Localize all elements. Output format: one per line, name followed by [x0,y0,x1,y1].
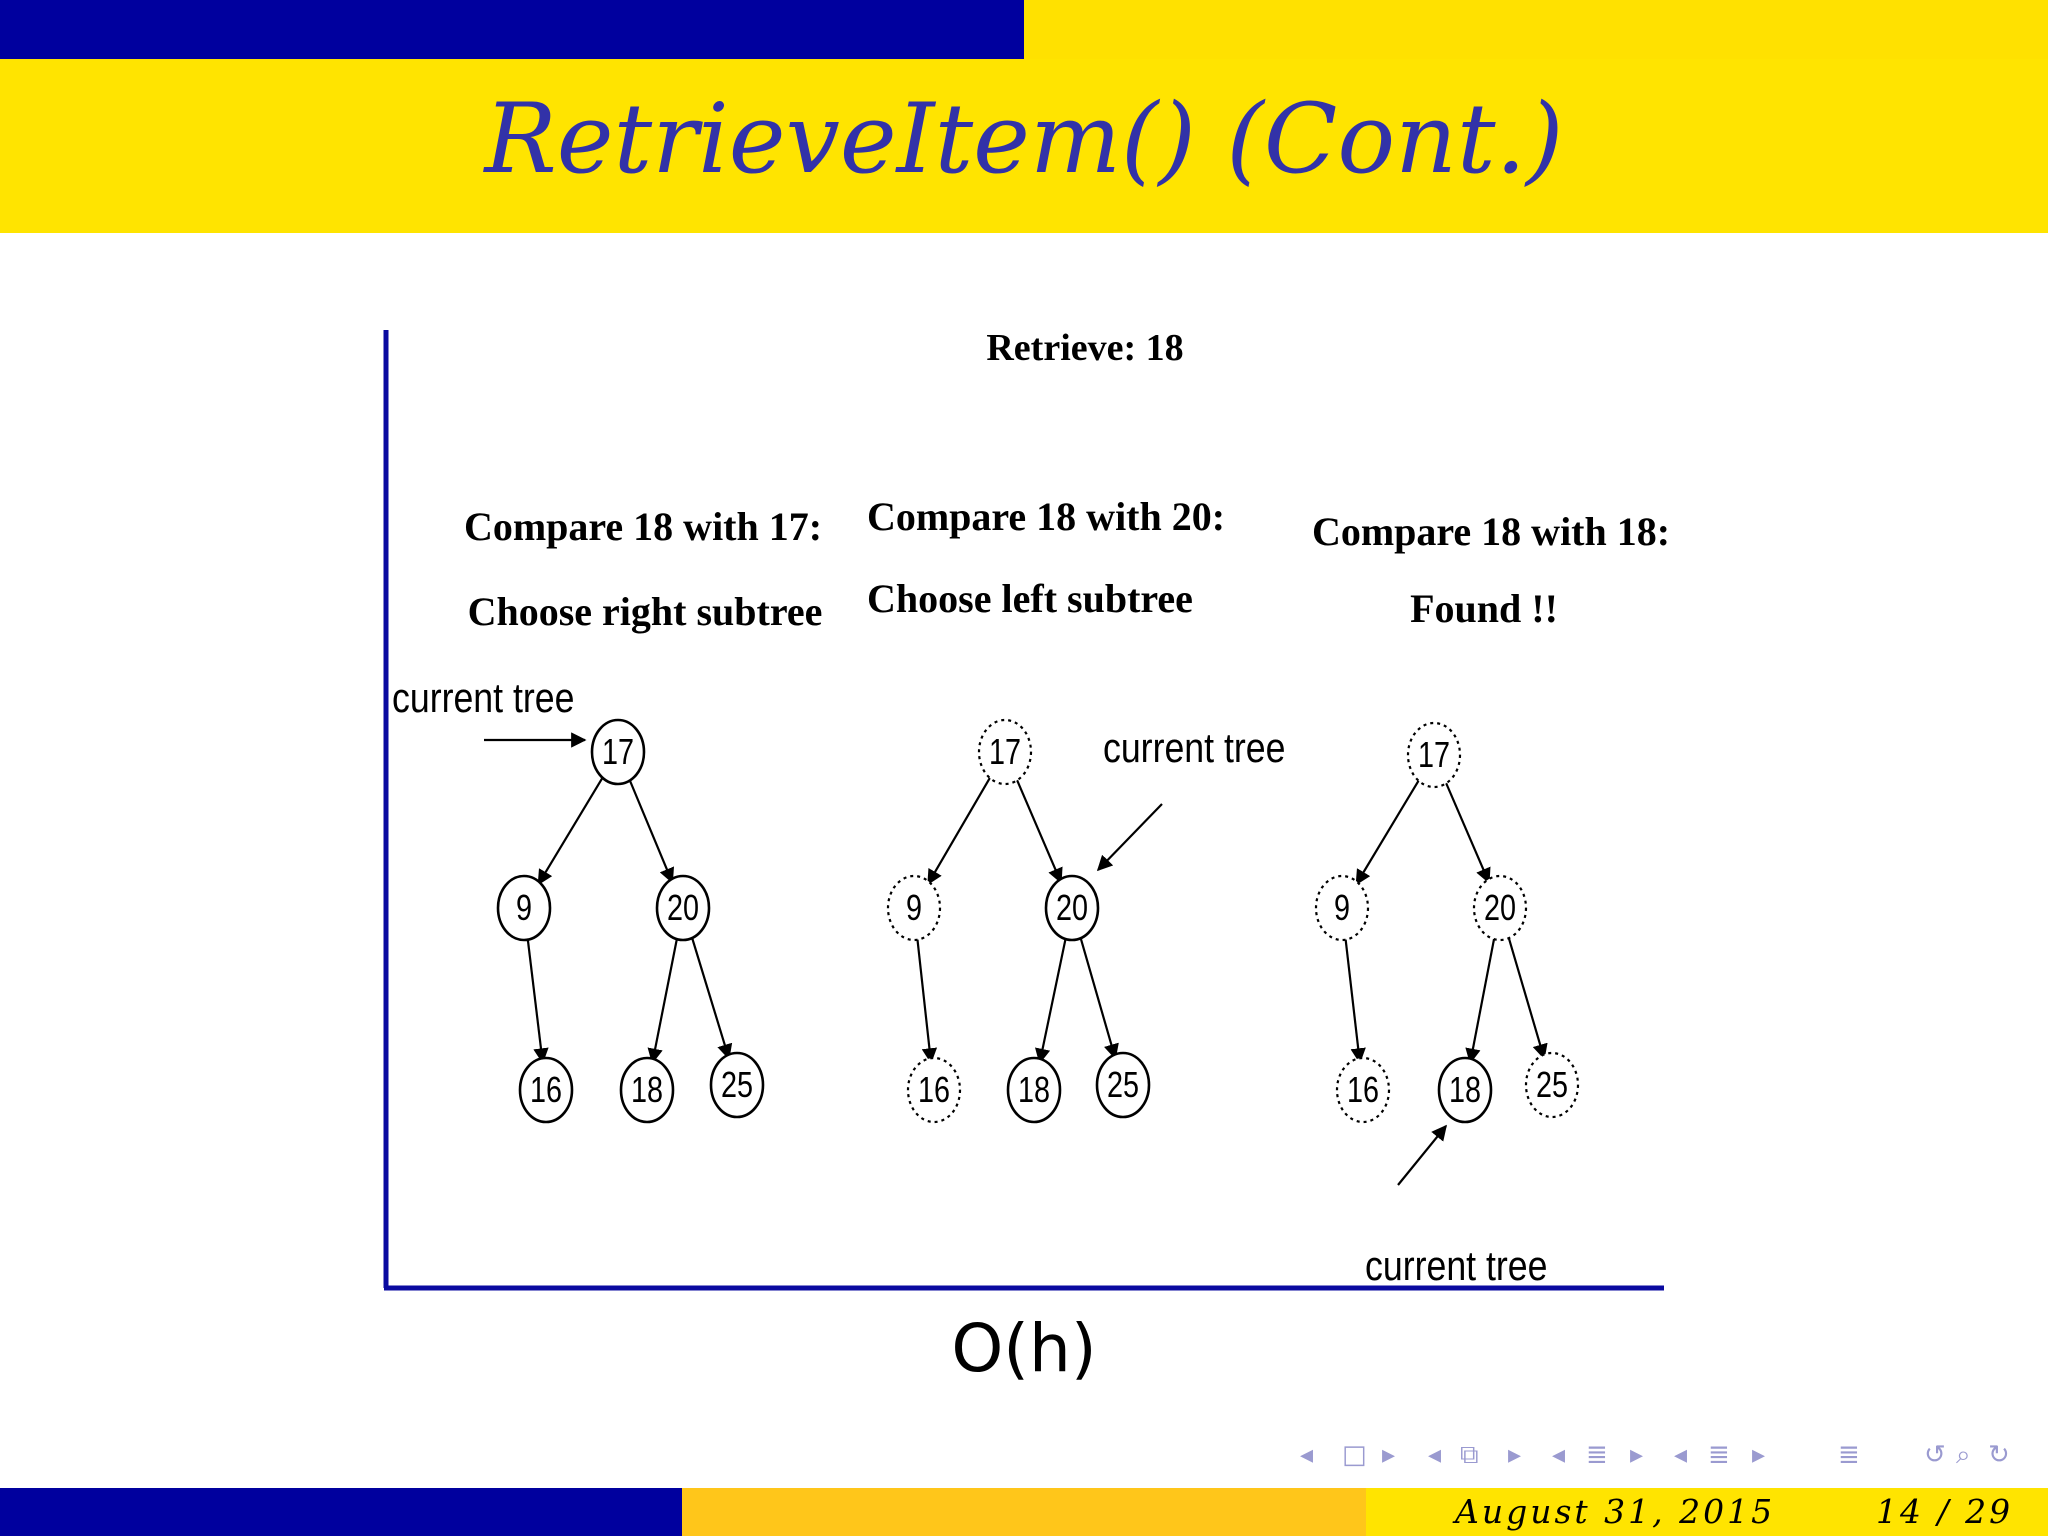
tree-node-25-label: 25 [721,1064,753,1105]
complexity-label: O(h) [951,1310,1097,1387]
current-tree-label: current tree [1365,1243,1548,1289]
tree-node-17 [590,718,646,786]
tree-node-18-label: 18 [1449,1069,1481,1110]
tree-panel-1: Compare 18 with 17: Choose right subtree 1… [392,504,823,1124]
panel-3-caption-line1: Compare 18 with 18: [1312,509,1670,554]
tree-panel-2: Compare 18 with 20: Choose left subtree 17… [867,494,1286,1124]
header-bar-right [1024,0,2048,59]
tree-node-20-label: 20 [1484,887,1516,928]
tree-node-17 [1406,721,1462,789]
nav-redo-icon[interactable]: ↻ [1988,1440,2010,1470]
tree-node-17 [977,718,1033,786]
tree-node-20-label: 20 [1056,887,1088,928]
tree-node-25-label: 25 [1536,1064,1568,1105]
current-tree-label: current tree [1103,725,1286,771]
nav-prev-section-icon[interactable]: ◂ [1552,1440,1566,1470]
tree-node-20 [1472,874,1528,942]
nav-next-subsection-icon[interactable]: ▸ [1508,1440,1522,1470]
tree-node-18-label: 18 [631,1069,663,1110]
current-tree-arrow [1397,1124,1447,1186]
nav-prev-frame-icon[interactable]: ◂ [1300,1440,1314,1470]
title-bar: RetrieveItem() (Cont.) [0,59,2048,233]
header-bar-left [0,0,1024,59]
nav-frame-icon[interactable]: □ [1342,1440,1367,1470]
footer-page-number: 14 / 29 [1876,1492,2014,1531]
tree-node-9 [1314,874,1370,942]
panel-3-caption-line2: Found !! [1410,586,1558,631]
panel-2-caption-line1: Compare 18 with 20: [867,494,1225,539]
footer-date: August 31, 2015 [1455,1492,1776,1531]
current-tree-arrow [1096,803,1163,872]
slide-title: RetrieveItem() (Cont.) [484,83,1564,195]
panel-1-caption-line2: Choose right subtree [468,589,823,634]
tree-node-20 [655,874,711,942]
tree-node-17-label: 17 [1418,734,1450,775]
nav-search-icon[interactable]: ⌕ [1956,1440,1971,1470]
nav-align-icon[interactable]: ≣ [1838,1440,1860,1470]
nav-section-icon-2[interactable]: ≣ [1708,1440,1730,1470]
tree-node-18 [1006,1056,1062,1124]
tree-panel-3: Compare 18 with 18: Found !! 17 9 20 16 18 25 cu… [1312,509,1670,1290]
nav-prev-subsection-icon[interactable]: ◂ [1428,1440,1442,1470]
tree-node-16 [906,1056,962,1124]
tree-node-25 [1095,1051,1151,1119]
tree-node-9 [496,874,552,942]
tree-node-9-label: 9 [1334,887,1350,928]
tree-node-17-label: 17 [989,731,1021,772]
diagram-heading: Retrieve: 18 [986,327,1183,369]
tree-edge [647,933,680,1065]
tree-edge [1035,933,1068,1065]
tree-edge [526,933,549,1064]
tree-edge [1465,933,1497,1065]
tree-node-20 [1044,874,1100,942]
tree-node-25 [709,1051,765,1119]
tree-edge [1078,932,1119,1060]
current-tree-label: current tree [392,675,575,721]
tree-node-18 [1437,1056,1493,1124]
tree-node-9 [886,874,942,942]
tree-node-9-label: 9 [516,887,532,928]
tree-node-20-label: 20 [667,887,699,928]
tree-node-9-label: 9 [906,887,922,928]
tree-edge [689,932,733,1060]
nav-next-section-icon-2[interactable]: ▸ [1752,1440,1766,1470]
tree-node-16-label: 16 [1347,1069,1379,1110]
tree-edge [537,773,606,886]
tree-edge [626,775,675,884]
footer-bar-middle [682,1488,1366,1536]
tree-node-16-label: 16 [918,1069,950,1110]
tree-edge [915,933,938,1064]
tree-edge [927,773,993,886]
footer-bar-right [1366,1488,2048,1536]
tree-node-16-label: 16 [530,1069,562,1110]
tree-edge [1506,932,1548,1060]
tree-edge [1443,778,1491,884]
tree-node-18 [619,1056,675,1124]
tree-node-16 [518,1056,574,1124]
nav-subsection-icon[interactable]: ⧉ [1460,1440,1479,1470]
nav-next-frame-icon[interactable]: ▸ [1382,1440,1396,1470]
tree-edge [1014,775,1063,884]
tree-node-18-label: 18 [1018,1069,1050,1110]
tree-node-25-label: 25 [1107,1064,1139,1105]
tree-node-25 [1524,1051,1580,1119]
beamer-navigation[interactable]: ◂ □ ▸ ◂ ⧉ ▸ ◂ ≣ ▸ ◂ ≣ ▸ ≣ ↺ ⌕ ↻ [1300,1440,2030,1472]
nav-next-section-icon[interactable]: ▸ [1630,1440,1644,1470]
tree-edge [1355,776,1422,886]
panel-1-caption-line1: Compare 18 with 17: [464,504,822,549]
panel-2-caption-line2: Choose left subtree [867,576,1193,621]
footer-bar-left [0,1488,682,1536]
nav-prev-section-icon-2[interactable]: ◂ [1674,1440,1688,1470]
nav-section-icon[interactable]: ≣ [1586,1440,1608,1470]
tree-node-16 [1335,1056,1391,1124]
nav-undo-icon[interactable]: ↺ [1924,1440,1946,1470]
tree-edge [1343,933,1366,1064]
tree-node-17-label: 17 [602,731,634,772]
